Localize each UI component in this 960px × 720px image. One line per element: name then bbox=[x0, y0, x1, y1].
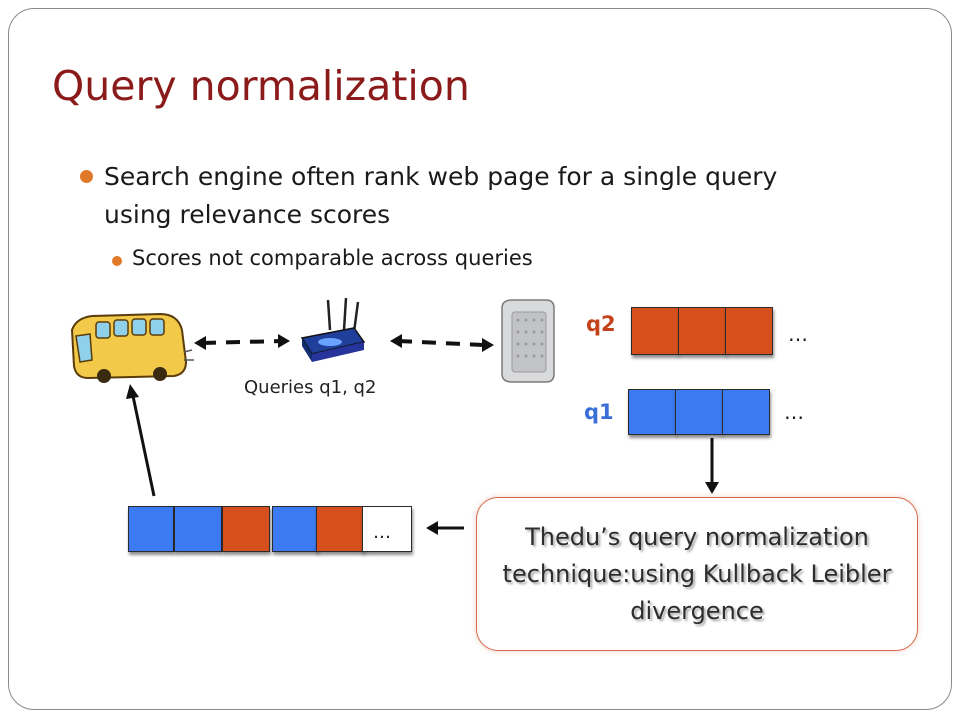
merged-result-cell bbox=[362, 506, 412, 552]
merged-ellipsis: … bbox=[373, 522, 391, 543]
q2-ellipsis: … bbox=[788, 322, 808, 346]
merged-result-cell bbox=[316, 506, 364, 552]
server-icon bbox=[501, 299, 555, 383]
q2-result-cell bbox=[631, 307, 679, 355]
q1-to-callout-arrow bbox=[705, 438, 719, 494]
q1-result-cell bbox=[722, 389, 770, 435]
sub-bullet-1: Scores not comparable across queries bbox=[132, 246, 533, 270]
router-icon bbox=[300, 297, 366, 362]
normalization-callout: Thedu’s query normalization technique:us… bbox=[476, 497, 918, 651]
q2-label: q2 bbox=[586, 312, 616, 336]
page-title: Query normalization bbox=[52, 62, 470, 110]
router-server-arrow bbox=[390, 334, 494, 352]
bullet-dot bbox=[80, 170, 93, 183]
q1-result-cell bbox=[628, 389, 676, 435]
merged-result-cell bbox=[222, 506, 270, 552]
bullet-1-line-1: Search engine often rank web page for a … bbox=[104, 162, 778, 191]
list-to-bus-arrow bbox=[126, 384, 156, 497]
bus-router-arrow bbox=[194, 334, 290, 350]
bus-icon bbox=[70, 312, 194, 383]
merged-result-cell bbox=[128, 506, 174, 552]
queries-label: Queries q1, q2 bbox=[244, 377, 377, 398]
sub-bullet-dot bbox=[112, 256, 122, 266]
q2-result-cell bbox=[678, 307, 726, 355]
callout-to-list-arrow bbox=[426, 521, 464, 535]
q1-result-cell bbox=[675, 389, 723, 435]
q2-result-cell bbox=[725, 307, 773, 355]
q1-ellipsis: … bbox=[784, 400, 804, 424]
callout-text: Thedu’s query normalization technique:us… bbox=[502, 522, 892, 625]
merged-result-cell bbox=[272, 506, 318, 552]
q1-label: q1 bbox=[584, 400, 614, 424]
merged-result-cell bbox=[174, 506, 222, 552]
bullet-1: Search engine often rank web page for a … bbox=[104, 158, 777, 234]
bullet-1-line-2: using relevance scores bbox=[104, 200, 391, 229]
